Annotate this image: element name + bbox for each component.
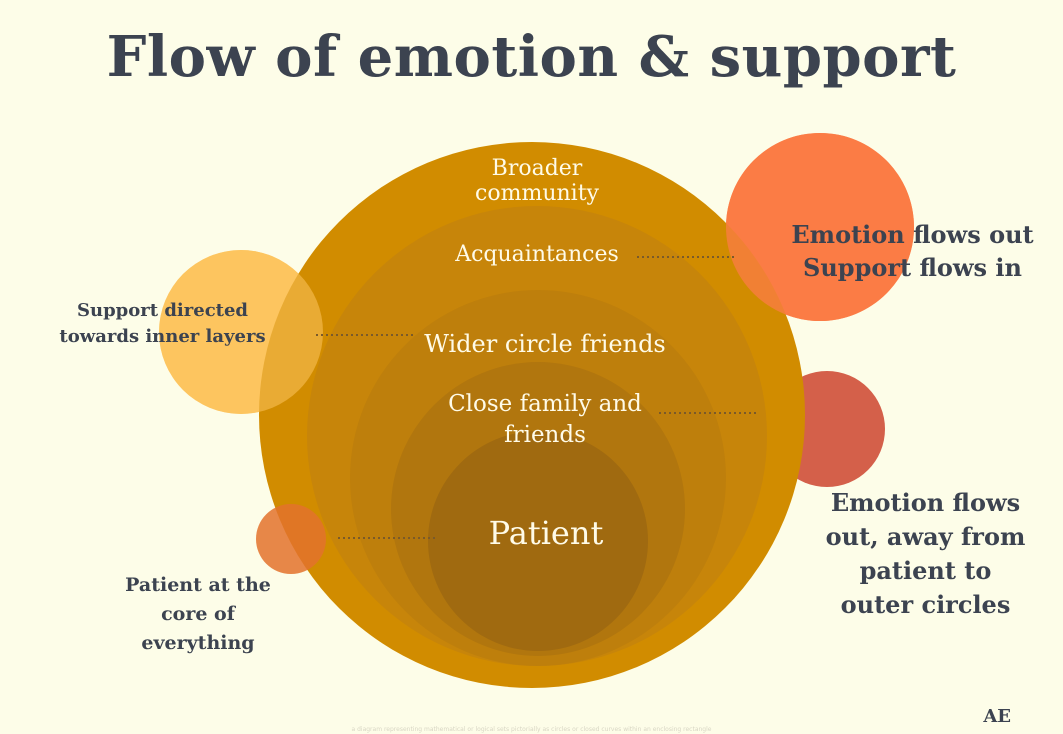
ring-label-close-family: Close family and friends — [448, 391, 642, 448]
annotation-patient-core-line2: core of — [161, 603, 235, 625]
annotation-emotion-out-line3: patient to — [859, 556, 992, 585]
image-caption: a diagram representing mathematical or l… — [351, 726, 712, 733]
page-title: Flow of emotion & support — [106, 24, 957, 90]
emotion-out-support-in-overlap — [726, 133, 914, 321]
annotation-patient-core-line1: Patient at the — [125, 574, 271, 596]
annotation-emotion-out-line4: outer circles — [840, 590, 1011, 619]
annotation-emotion-support: Emotion flows out Support flows in — [780, 218, 1045, 284]
annotation-patient-core: Patient at the core of everything — [108, 571, 288, 658]
annotation-emotion-support-line1: Emotion flows out — [791, 220, 1034, 249]
ring-label-broader-community: Broader community — [475, 156, 599, 206]
ring-label-patient: Patient — [488, 514, 604, 552]
ring-label-acquaintances: Acquaintances — [455, 242, 619, 267]
annotation-emotion-out-line2: out, away from — [825, 522, 1026, 551]
author-credit: AE — [983, 706, 1011, 727]
annotation-emotion-support-line2: Support flows in — [803, 253, 1022, 282]
patient-core-bubble — [256, 504, 326, 574]
annotation-patient-core-line3: everything — [141, 632, 255, 654]
ring-label-wider-circle-friends: Wider circle friends — [424, 330, 666, 358]
annotation-support-directed: Support directed towards inner layers — [50, 298, 275, 350]
support-directed-overlap — [159, 250, 323, 414]
annotation-support-directed-line2: towards inner layers — [59, 326, 266, 347]
annotation-emotion-out-line1: Emotion flows — [830, 488, 1021, 517]
annotation-support-directed-line1: Support directed — [77, 300, 248, 321]
annotation-emotion-out: Emotion flows out, away from patient to … — [808, 486, 1043, 622]
ring-patient — [428, 431, 648, 651]
